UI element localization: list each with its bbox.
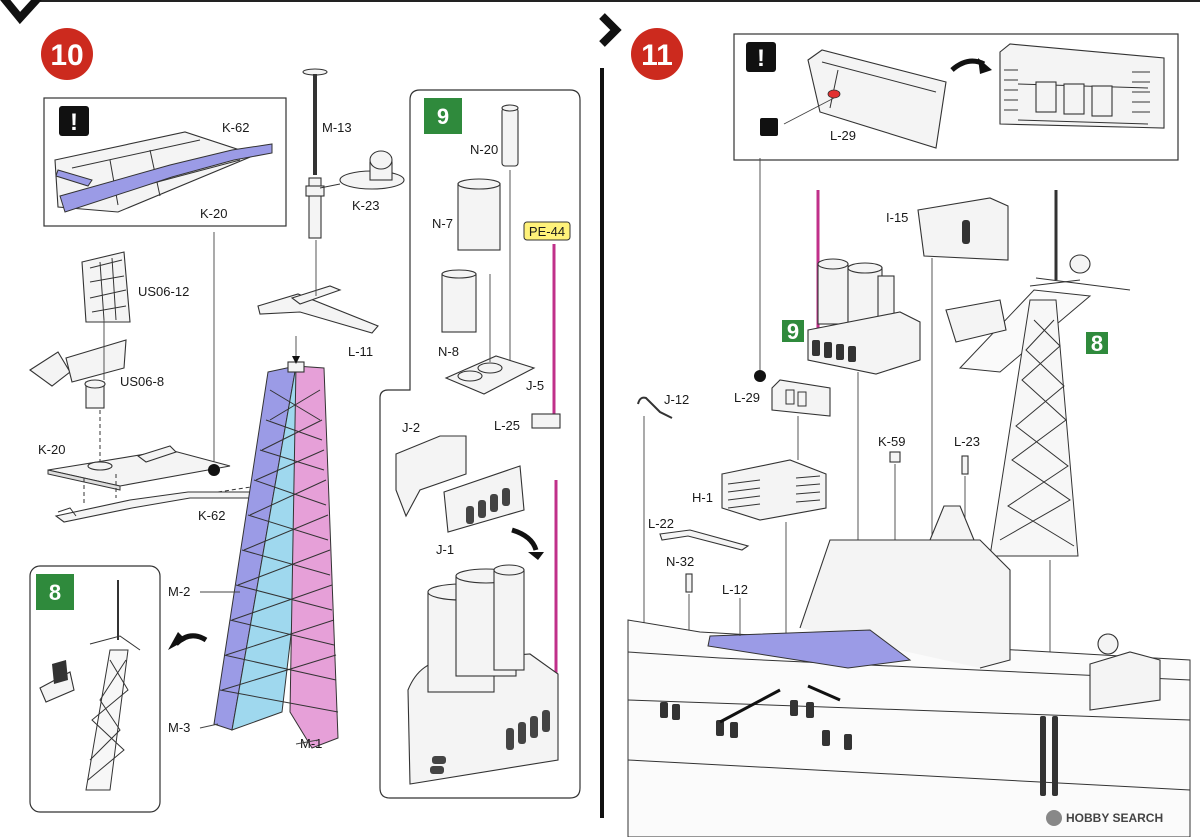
svg-text:K-23: K-23	[352, 198, 379, 213]
part-us0612: US06-12	[81, 251, 189, 323]
funnel-assembly: 9	[782, 190, 921, 640]
svg-text:K-62: K-62	[198, 508, 225, 523]
inset-step-8: 8	[29, 565, 161, 813]
svg-text:PE-44: PE-44	[529, 224, 565, 239]
svg-text:10: 10	[50, 39, 83, 72]
svg-text:K-20: K-20	[38, 442, 65, 457]
svg-text:K-20: K-20	[200, 206, 227, 221]
svg-text:M-3: M-3	[168, 720, 190, 735]
svg-text:M-1: M-1	[300, 736, 322, 751]
part-l29: L-29	[734, 158, 831, 460]
part-j12: J-12	[637, 392, 689, 640]
svg-text:L-12: L-12	[722, 582, 748, 597]
svg-text:N-20: N-20	[470, 142, 498, 157]
exclamation-icon	[746, 42, 776, 72]
svg-text:US06-8: US06-8	[120, 374, 164, 389]
yardarm-l11: L-11	[257, 240, 379, 359]
svg-text:L-25: L-25	[494, 418, 520, 433]
svg-text:I-15: I-15	[886, 210, 908, 225]
svg-text:J-2: J-2	[402, 420, 420, 435]
svg-text:!: !	[757, 45, 765, 72]
svg-text:J-12: J-12	[664, 392, 689, 407]
step-chevron	[599, 13, 622, 47]
svg-text:M-13: M-13	[322, 120, 352, 135]
glue-icon	[754, 370, 766, 382]
svg-text:!: !	[70, 109, 78, 136]
step-chevron	[0, 0, 42, 25]
svg-text:9: 9	[437, 104, 449, 129]
svg-text:J-5: J-5	[526, 378, 544, 393]
svg-text:N-32: N-32	[666, 554, 694, 569]
svg-text:8: 8	[49, 580, 61, 605]
exclamation-icon	[59, 106, 89, 136]
part-us068: US06-8	[29, 320, 164, 409]
svg-text:11: 11	[641, 39, 673, 72]
svg-text:K-62: K-62	[222, 120, 249, 135]
platform-k20: K-20	[38, 410, 231, 491]
step-10-badge: 10	[41, 28, 93, 80]
ship-superstructure: L-12	[627, 505, 1191, 837]
svg-text:HOBBY SEARCH: HOBBY SEARCH	[1066, 811, 1163, 825]
step-11-badge: 11	[631, 28, 683, 80]
svg-text:M-2: M-2	[168, 584, 190, 599]
svg-text:K-59: K-59	[878, 434, 905, 449]
svg-text:L-11: L-11	[348, 344, 373, 359]
warning-box-k62: ! K-62 K-20	[43, 97, 287, 227]
svg-text:L-22: L-22	[648, 516, 674, 531]
svg-text:L-29: L-29	[734, 390, 760, 405]
lattice-mast-assembled: 8	[945, 190, 1131, 660]
svg-text:N-8: N-8	[438, 344, 459, 359]
svg-text:US06-12: US06-12	[138, 284, 189, 299]
radar-k23: K-23	[319, 150, 405, 213]
part-l22: L-22	[648, 516, 750, 551]
svg-text:L-23: L-23	[954, 434, 980, 449]
svg-text:L-29: L-29	[830, 128, 856, 143]
curved-arrow-icon	[511, 527, 539, 551]
sub-panel-9: 9 N-20 N-7 N-8 J-5 PE-44 L-25 J-2	[379, 89, 581, 799]
part-h1: H-1	[692, 459, 827, 640]
svg-text:9: 9	[787, 319, 799, 344]
watermark: HOBBY SEARCH	[1046, 810, 1163, 826]
mast-m13: M-13	[302, 68, 352, 239]
svg-text:N-7: N-7	[432, 216, 453, 231]
glue-icon	[760, 118, 778, 136]
lattice-mast: M-2 M-3 M-1	[168, 336, 339, 751]
svg-text:H-1: H-1	[692, 490, 713, 505]
svg-text:8: 8	[1091, 331, 1103, 356]
glue-icon	[208, 464, 220, 476]
warning-box-l29: ! L-29	[733, 33, 1179, 161]
svg-text:J-1: J-1	[436, 542, 454, 557]
